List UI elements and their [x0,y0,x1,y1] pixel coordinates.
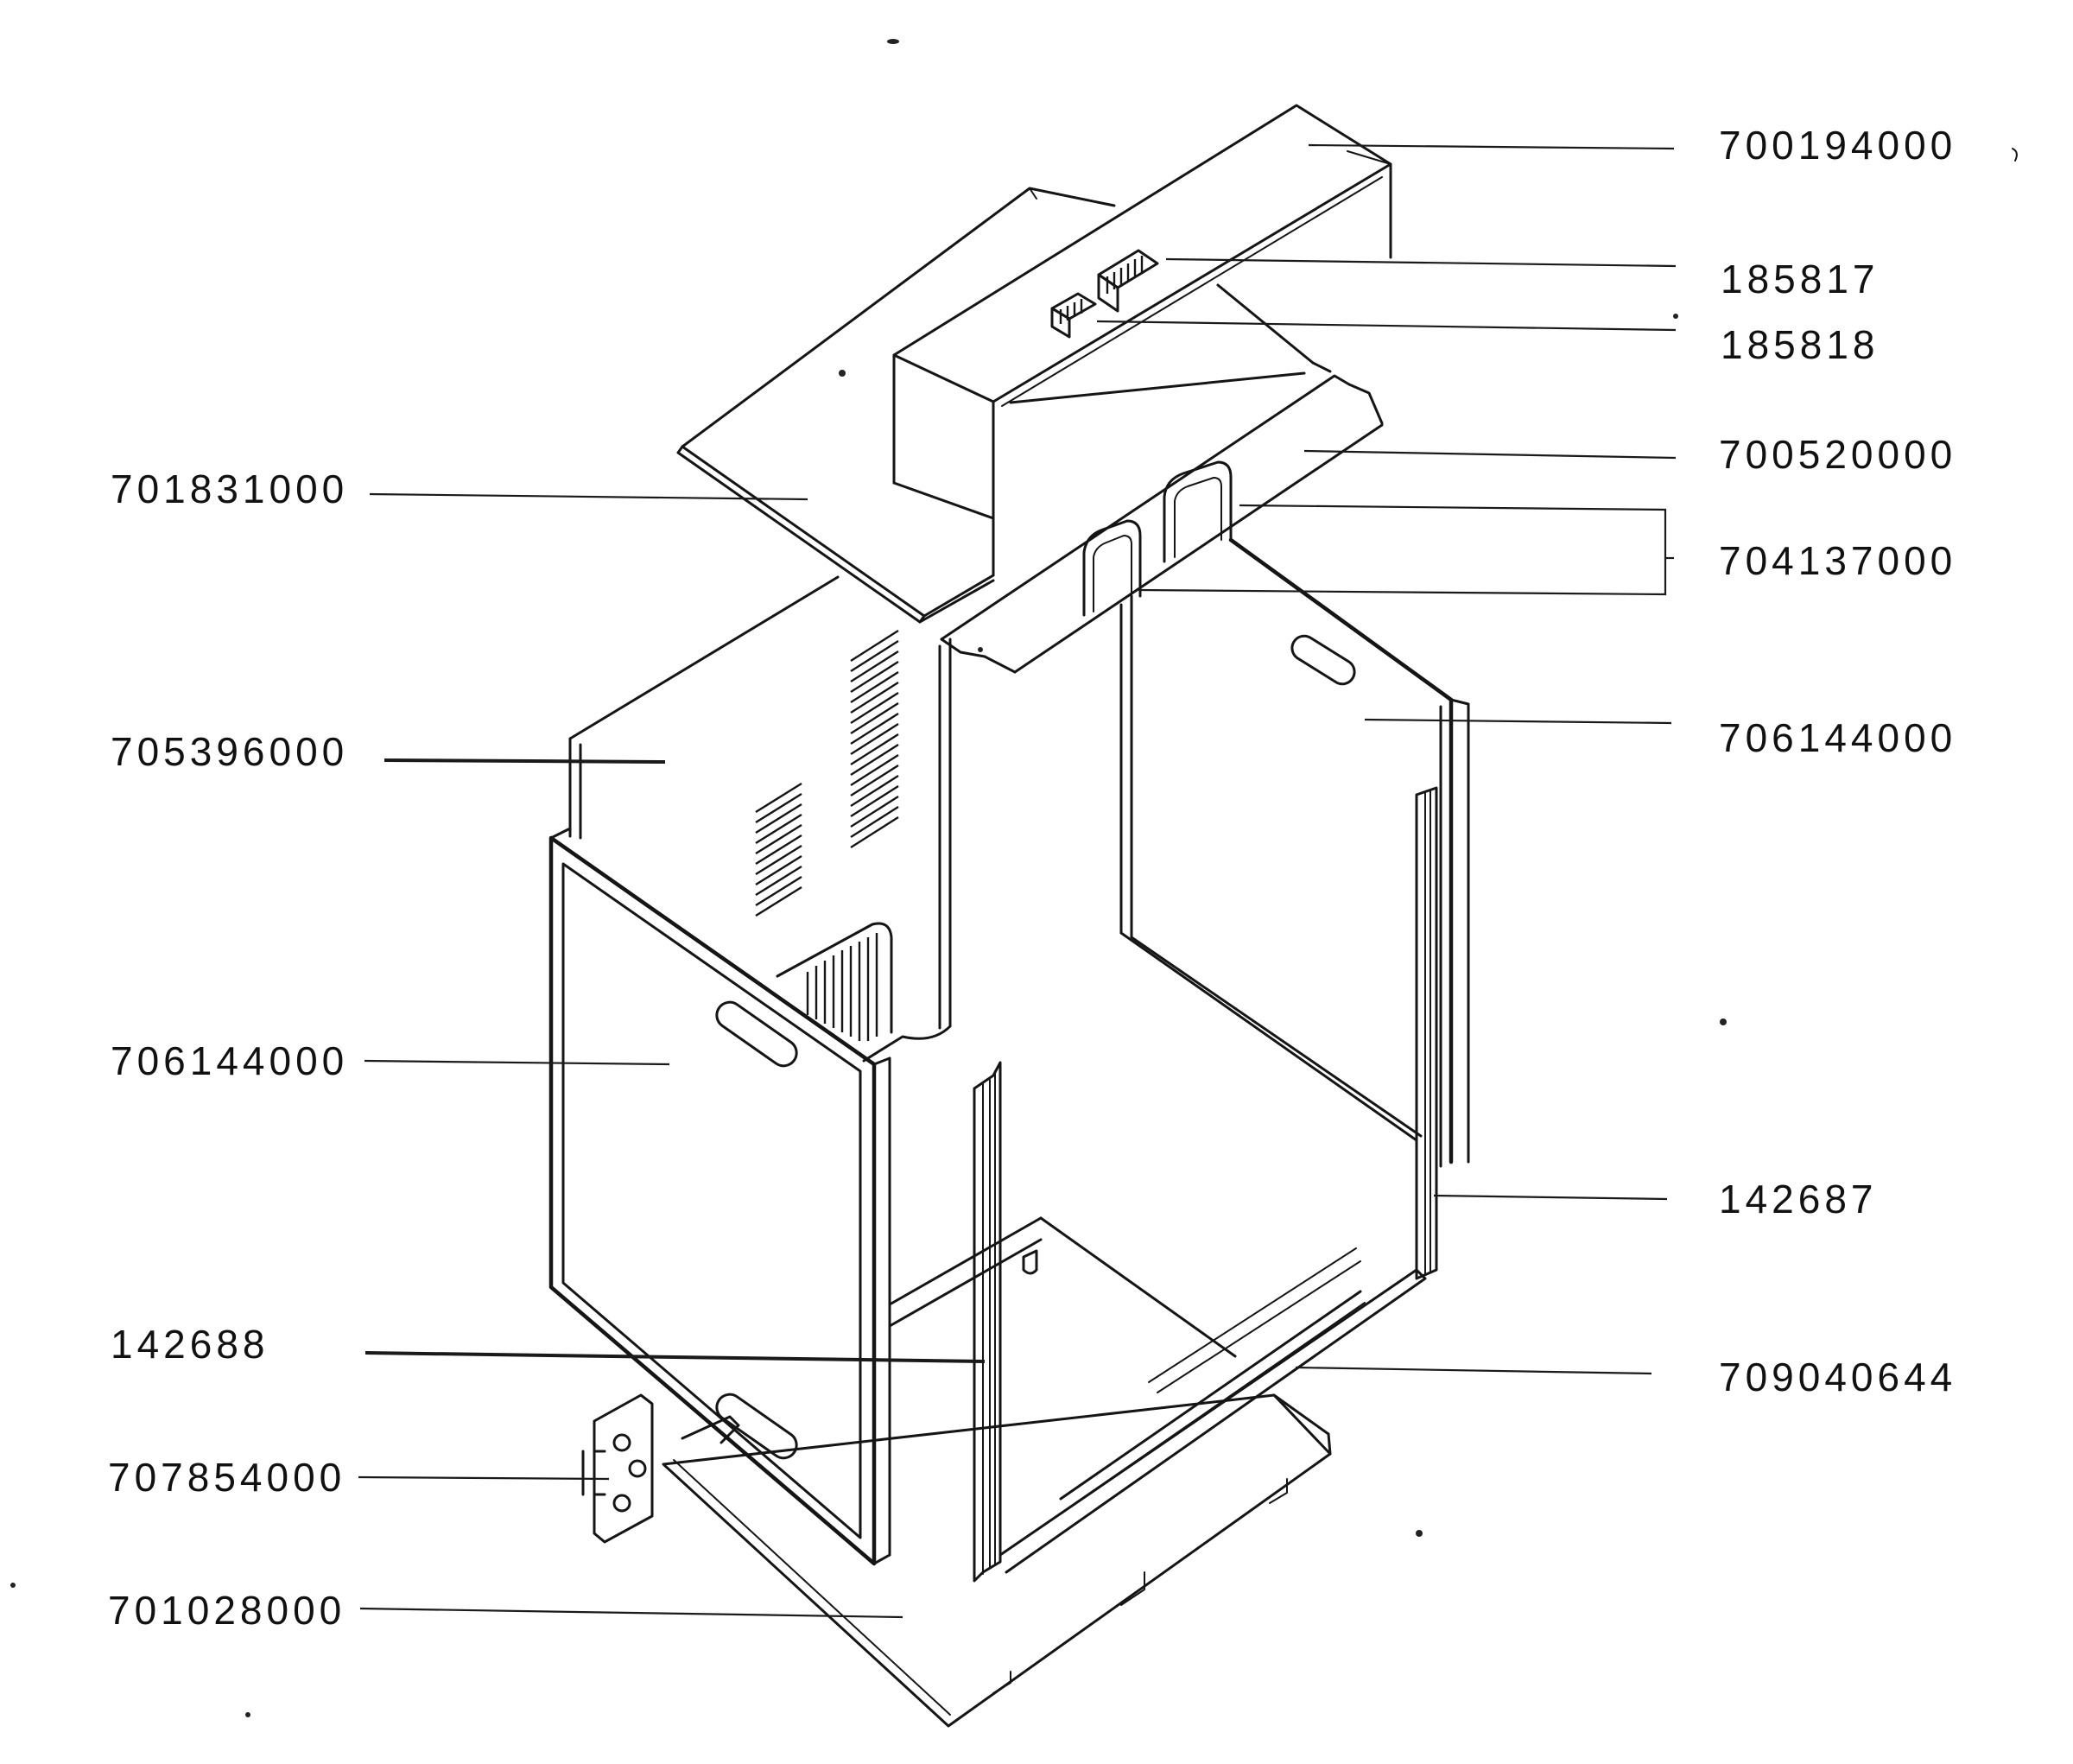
leader-lines [358,143,1677,1619]
label-bottom-rail: 709040644 [1719,1355,1956,1399]
leader-700194000 [1308,143,1675,150]
base-plate-part [662,1393,1332,1728]
back-wall-vent-slots-upper [850,629,899,849]
label-connector-lower: 185818 [1721,322,1880,367]
scan-specks [10,39,2018,1717]
label-right-rail: 142687 [1719,1177,1878,1221]
left-side-panel-part [548,828,891,1566]
left-rail-part [973,1061,1002,1583]
top-cover-part [892,104,1392,520]
label-left-rail: 142688 [111,1322,269,1367]
label-top-panel: 701831000 [111,466,348,511]
label-connector-upper: 185817 [1721,257,1880,301]
label-handle-pair: 704137000 [1719,538,1956,583]
leader-705396000 [384,758,666,764]
connector-lower-part [1050,292,1097,339]
label-base-plate: 701028000 [108,1588,346,1633]
back-wall-vent-slots-lower [755,782,802,917]
label-hinge-bracket: 707854000 [108,1455,346,1500]
hinge-bracket-part [581,1393,654,1544]
label-right-side-panel: 706144000 [1719,715,1956,760]
leader-706144000-right [1364,718,1672,725]
leader-701831000 [369,492,808,501]
right-rail-part [1415,786,1438,1280]
handle-pair-part [1082,460,1233,617]
back-wall-fan-grille [806,933,878,1041]
label-back-wall: 705396000 [111,729,348,774]
top-panel-part [676,187,1332,624]
part-number-labels: 700194000 185817 185818 701831000 700520… [108,123,1956,1633]
leader-142688 [365,1351,986,1363]
back-wall-part [568,575,952,1063]
leader-709040644 [1295,1366,1652,1375]
leader-701028000 [359,1607,903,1619]
label-left-side-panel: 706144000 [111,1038,348,1083]
leader-704137000 [1138,504,1667,596]
leader-700520000 [1303,449,1677,460]
leader-185818 [1096,320,1677,332]
leader-185817 [1165,257,1677,268]
label-rear-bracket-plate: 700520000 [1719,432,1956,477]
leader-707854000 [358,1475,610,1481]
connector-upper-part [1097,249,1159,313]
leader-706144000-left [364,1059,670,1066]
rear-bracket-plate-part [940,374,1384,674]
bottom-rail-part [888,1216,1427,1574]
right-side-panel-part [1119,537,1470,1168]
label-top-cover: 700194000 [1719,123,1956,168]
leader-142687 [1433,1194,1668,1201]
